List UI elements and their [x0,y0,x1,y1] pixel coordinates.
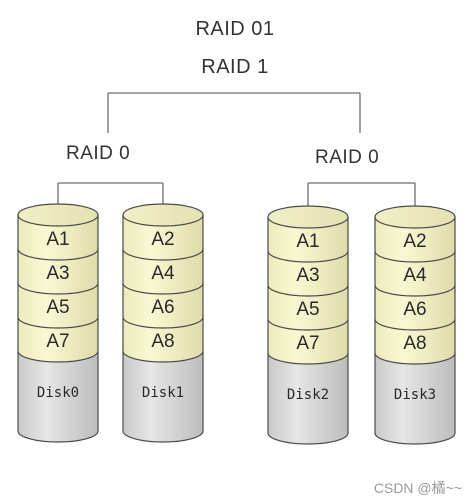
diagram-title: RAID 01 [195,18,275,40]
block-label: A1 [46,229,69,250]
data-block [374,250,456,297]
block-label: A1 [296,231,319,252]
diagram-subtitle: RAID 1 [201,56,269,78]
data-block [17,282,99,329]
data-block [374,318,456,365]
disk-body [267,352,349,445]
block-label: A7 [46,331,69,352]
data-block [17,248,99,295]
disk-group: A7A5A3A1Disk0A8A6A4A2Disk1A7A5A3A1Disk2A… [17,203,456,445]
block-label: A3 [296,265,319,286]
data-block [122,248,204,295]
data-block [374,284,456,331]
data-block [267,216,349,263]
group-label-left: RAID 0 [66,143,131,164]
data-block [122,282,204,329]
data-block [267,284,349,331]
data-block [267,318,349,365]
block-label: A5 [296,299,319,320]
disk-top-cap [122,203,204,227]
block-label: A4 [403,265,427,286]
block-label: A2 [403,231,426,252]
block-label: A7 [296,333,319,354]
watermark: CSDN @橘~~ [373,480,462,496]
data-block [122,214,204,261]
block-label: A8 [403,333,426,354]
disk-name: Disk1 [142,385,184,401]
disk-name: Disk3 [394,387,436,403]
disk-body [374,352,456,445]
block-label: A4 [151,263,175,284]
disk-body [122,350,204,443]
data-block [122,316,204,363]
block-label: A6 [151,297,174,318]
block-label: A6 [403,299,426,320]
connector-lines [57,92,416,207]
data-block [17,214,99,261]
disk-top-cap [374,205,456,229]
disk-top-cap [17,203,99,227]
data-block [267,250,349,297]
data-block [374,216,456,263]
disk-name: Disk2 [287,387,329,403]
block-label: A5 [46,297,69,318]
block-label: A8 [151,331,174,352]
data-block [17,316,99,363]
group-label-right: RAID 0 [315,147,380,168]
block-label: A2 [151,229,174,250]
disk-body [17,350,99,443]
disk-name: Disk0 [37,385,79,401]
disk-top-cap [267,205,349,229]
block-label: A3 [46,263,69,284]
